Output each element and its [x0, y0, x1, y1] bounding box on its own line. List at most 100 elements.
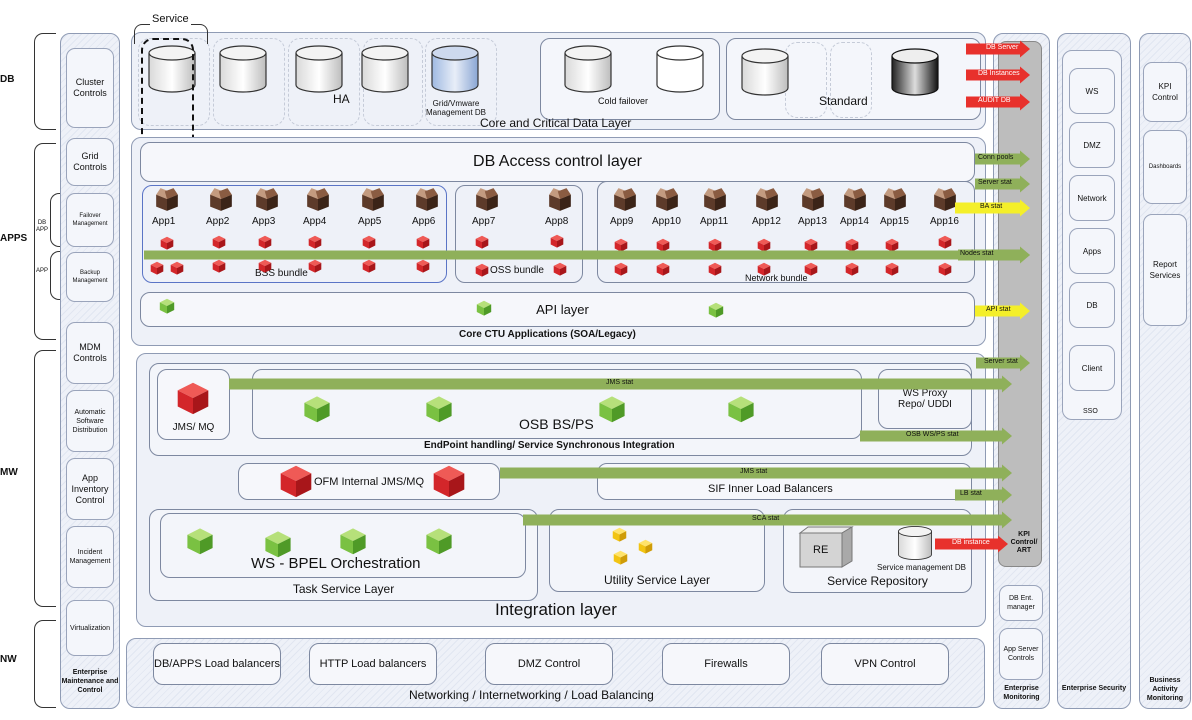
db-ent-manager[interactable]: DB Ent. manager: [999, 585, 1043, 621]
failover-management[interactable]: Failover Management: [66, 193, 114, 247]
security-item[interactable]: DMZ: [1069, 122, 1115, 168]
re-block-icon: [798, 526, 854, 568]
ba-stat-arrow-label: BA stat: [980, 202, 1003, 210]
app-label: App5: [358, 216, 382, 227]
label-mw: MW: [0, 467, 18, 478]
cluster-controls[interactable]: Cluster Controls: [66, 48, 114, 128]
app-label: App14: [840, 216, 869, 227]
security-item[interactable]: Network: [1069, 175, 1115, 221]
nodes-line-arrow: [144, 247, 1030, 263]
network-bundle[interactable]: [597, 181, 975, 283]
network-item[interactable]: HTTP Load balancers: [309, 643, 437, 685]
conn-pools-arrow: [975, 150, 1030, 168]
label-db-app: DB APP: [36, 220, 49, 233]
jms-stat2-arrow: [500, 464, 1012, 482]
standard-label: Standard: [819, 94, 868, 108]
network-item[interactable]: DMZ Control: [485, 643, 613, 685]
server-stat2-arrow: [976, 354, 1030, 372]
backup-management[interactable]: Backup Management: [66, 252, 114, 302]
ha-label: HA: [333, 92, 350, 106]
lane: [425, 38, 497, 126]
ofm-label: OFM Internal JMS/MQ: [313, 475, 425, 488]
security-item[interactable]: DB: [1069, 282, 1115, 328]
endpoint-label: EndPoint handling/ Service Synchronous I…: [424, 440, 675, 451]
apps-bracket: [34, 143, 56, 340]
cold-failover-label: Cold failover: [598, 96, 649, 106]
task-service-panel: Task Service Layer: [149, 509, 538, 601]
network-item[interactable]: DB/APPS Load balancers: [153, 643, 281, 685]
audit-db-arrow-label: AUDIT DB: [978, 96, 1011, 104]
db-bracket: [34, 33, 56, 130]
sso-label: SSO: [1083, 408, 1098, 415]
jms-stat-arrow: [229, 375, 1012, 393]
network-item[interactable]: Firewalls: [662, 643, 790, 685]
ws-proxy-box[interactable]: WS Proxy Repo/ UDDI: [878, 369, 972, 429]
network-bundle-label: Network bundle: [745, 273, 808, 283]
integration-title: Integration layer: [495, 600, 617, 619]
bam-footer: Business Activity Monitoring: [1146, 677, 1184, 702]
osb-stat-arrow: [860, 427, 1012, 445]
kpi-control[interactable]: KPI Control: [1143, 62, 1187, 122]
audit-db-arrow: [966, 93, 1030, 111]
db-instance-arrow-label: DB instance: [952, 538, 990, 546]
app-label: App11: [700, 216, 729, 227]
security-item[interactable]: WS: [1069, 68, 1115, 114]
sca-stat-arrow: [523, 511, 1012, 529]
label-db: DB: [0, 74, 15, 85]
svc-mgmt-db-label: Service management DB: [877, 563, 966, 572]
db-access-label: DB Access control layer: [473, 153, 642, 170]
app-label: App12: [752, 216, 781, 227]
api-layer-label: API layer: [536, 302, 589, 317]
app-label: App7: [472, 216, 496, 227]
report-services[interactable]: Report Services: [1143, 214, 1187, 326]
core-data-title: Core and Critical Data Layer: [480, 116, 632, 130]
label-apps: APPS: [0, 233, 28, 244]
security-footer: Enterprise Security: [1061, 685, 1127, 692]
dashboards[interactable]: Dashboards: [1143, 130, 1187, 204]
app-label: App6: [412, 216, 436, 227]
db-instances-arrow: [966, 66, 1030, 84]
osb-label: OSB BS/PS: [519, 416, 594, 432]
virtualization[interactable]: Virtualization: [66, 600, 114, 656]
nodes-stat-arrow: [958, 246, 1030, 264]
oss-bundle[interactable]: [455, 185, 583, 283]
jms-stat-arrow-label: JMS stat: [606, 378, 634, 386]
security-item[interactable]: Apps: [1069, 228, 1115, 274]
kpi-art-label: KPI Control/ ART: [1010, 531, 1038, 554]
grid-controls[interactable]: Grid Controls: [66, 138, 114, 186]
server-stat-arrow-label: Server stat: [978, 178, 1012, 186]
mdm-controls[interactable]: MDM Controls: [66, 322, 114, 384]
network-item[interactable]: VPN Control: [821, 643, 949, 685]
app-label: App1: [152, 216, 176, 227]
service-label: Service: [150, 13, 191, 25]
re-label: RE: [813, 544, 829, 556]
app-label: App9: [610, 216, 634, 227]
automatic-software-distribution[interactable]: Automatic Software Distribution: [66, 390, 114, 452]
app-label: App8: [545, 216, 569, 227]
db-instance-arrow: [935, 535, 1008, 553]
label-app: APP: [36, 268, 49, 274]
app-server-controls[interactable]: App Server Controls: [999, 628, 1043, 680]
networking-title: Networking / Internetworking / Load Bala…: [409, 688, 654, 702]
bss-bundle-label: BSS bundle: [255, 268, 308, 279]
incident-management[interactable]: Incident Management: [66, 526, 114, 588]
oss-bundle-label: OSS bundle: [490, 265, 544, 276]
bpel-box[interactable]: [160, 513, 526, 578]
bpel-label: WS - BPEL Orchestration: [251, 555, 421, 572]
osb-stat-arrow-label: OSB WS/PS stat: [906, 430, 959, 438]
db-instances-arrow-label: DB Instances: [978, 69, 1020, 77]
nw-bracket: [34, 620, 56, 708]
label-nw: NW: [0, 654, 17, 665]
osb-box[interactable]: [252, 369, 862, 439]
core-apps-footer: Core CTU Applications (SOA/Legacy): [459, 329, 636, 340]
jms-stat2-arrow-label: JMS stat: [740, 467, 768, 475]
conn-pools-arrow-label: Conn pools: [978, 153, 1014, 161]
app-inventory-control[interactable]: App Inventory Control: [66, 458, 114, 520]
ws-proxy-label: WS Proxy Repo/ UDDI: [898, 388, 952, 410]
bss-bundle[interactable]: [142, 185, 447, 283]
security-item[interactable]: Client: [1069, 345, 1115, 391]
lane: [830, 42, 872, 118]
lb-stat-arrow: [955, 486, 1012, 504]
api-layer: API layer: [140, 292, 975, 327]
